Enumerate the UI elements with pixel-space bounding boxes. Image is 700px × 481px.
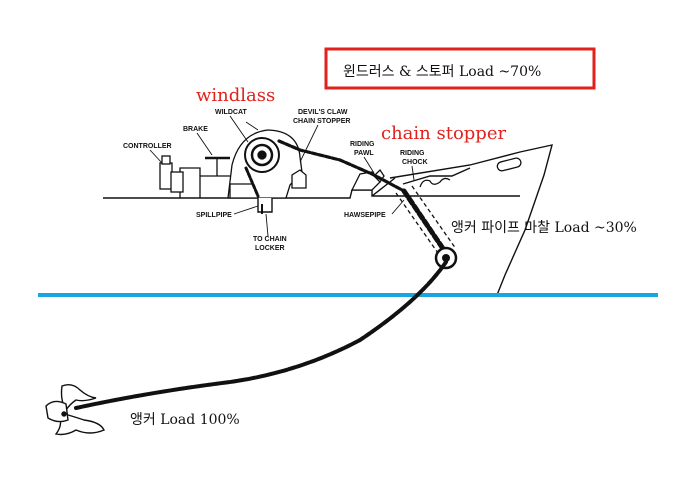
anchor-load-text: 앵커 Load 100% — [130, 412, 240, 428]
riding-chock-label-2: CHOCK — [402, 159, 428, 166]
hawsepipe — [395, 185, 457, 259]
windlass-label: windlass — [196, 85, 275, 106]
windlass-stopper-callout-box — [324, 47, 596, 90]
chain-stopper-part-label: CHAIN STOPPER — [293, 118, 350, 125]
riding-pawl-label-2: PAWL — [354, 150, 374, 157]
chain-stopper-label: chain stopper — [381, 123, 506, 144]
hawsepipe-friction-load-text: 앵커 파이프 마찰 Load ~30% — [451, 220, 637, 236]
riding-pawl-label-1: RIDING — [350, 141, 375, 148]
deck-chain — [244, 139, 406, 198]
to-chain-locker-label-1: TO CHAIN — [253, 236, 287, 243]
controller-label: CONTROLLER — [123, 143, 172, 150]
windlass-stopper-load-text: 윈드러스 & 스토퍼 Load ~70% — [343, 64, 541, 80]
brake-label: BRAKE — [183, 126, 208, 133]
windlass-machine — [159, 129, 385, 199]
devils-claw-label: DEVIL'S CLAW — [298, 109, 348, 116]
hawsepipe-outlet — [434, 246, 458, 270]
anchor-chain — [74, 260, 448, 410]
spillpipe-label: SPILLPIPE — [196, 212, 232, 219]
riding-chock-icon — [419, 177, 451, 188]
spillpipe — [257, 198, 273, 214]
leader-lines — [149, 115, 415, 237]
anchor-icon — [45, 383, 105, 436]
to-chain-locker-label-2: LOCKER — [255, 245, 285, 252]
riding-chock-label-1: RIDING — [400, 150, 425, 157]
wildcat-label: WILDCAT — [215, 109, 247, 116]
bow-fairlead — [496, 157, 522, 172]
hawsepipe-label: HAWSEPIPE — [344, 212, 386, 219]
